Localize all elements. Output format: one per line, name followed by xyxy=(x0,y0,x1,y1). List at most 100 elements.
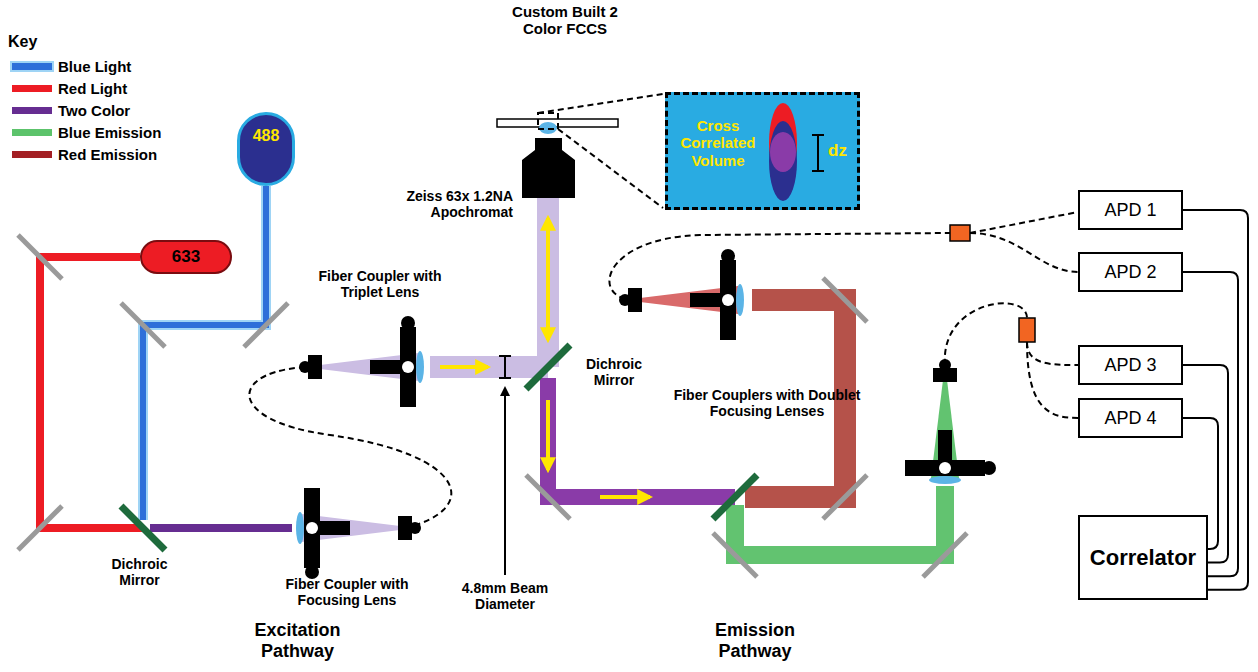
legend-swatch xyxy=(12,107,52,114)
legend-text: Blue Emission xyxy=(58,124,161,141)
drawing-part xyxy=(121,506,165,550)
direction-arrows xyxy=(440,218,650,497)
apd-box: APD 4 xyxy=(1078,398,1183,438)
excitation-beam xyxy=(430,356,548,378)
fiber-splitter xyxy=(950,225,970,241)
drawing-part xyxy=(249,367,451,528)
correlator-box: Correlator xyxy=(1078,515,1208,600)
drawing-part xyxy=(923,533,967,577)
legend-text: Blue Light xyxy=(58,58,131,75)
blue-beam xyxy=(143,186,266,520)
drawing-part xyxy=(18,506,62,550)
coupler-hole xyxy=(306,522,318,534)
node-text: Correlator xyxy=(1090,545,1196,571)
drawing-part xyxy=(538,113,558,129)
blue-emission-beam xyxy=(735,486,945,555)
fiber-coupler xyxy=(905,359,996,484)
coupler-hole xyxy=(402,361,414,373)
drawing-part xyxy=(546,400,550,470)
drawing-part xyxy=(1027,342,1078,418)
node-text: 633 xyxy=(172,247,200,267)
annotation-label: Key xyxy=(8,33,68,51)
legend-swatch xyxy=(12,85,52,92)
annotation-label: Dichroic Mirror xyxy=(92,556,187,588)
annotation-label: Emission Pathway xyxy=(680,620,830,661)
coupler-hole xyxy=(939,462,951,474)
node-text: APD 3 xyxy=(1104,355,1156,376)
node-text: APD 4 xyxy=(1104,408,1156,429)
fiber-connector xyxy=(299,361,311,373)
adjust-knob xyxy=(721,249,735,263)
node-text: 488 xyxy=(253,127,280,145)
dichroic-mirrors xyxy=(121,345,757,550)
drawing-part xyxy=(504,388,506,575)
inset-view: Cross Correlated Volumedz xyxy=(665,92,860,210)
annotation-label: Fiber Couplers with Doublet Focusing Len… xyxy=(652,387,882,419)
blue-beam-halo xyxy=(143,186,266,520)
laser-633: 633 xyxy=(140,240,232,274)
fiber-splitter xyxy=(1019,318,1035,342)
optical-fibers xyxy=(249,212,1078,528)
node-text: Cross Correlated Volume xyxy=(674,117,762,169)
fiber-connector xyxy=(409,522,421,534)
coupler-post xyxy=(720,260,736,340)
fiber-coupler xyxy=(299,316,424,407)
annotation-label: Fiber Coupler with Focusing Lens xyxy=(262,576,432,608)
annotation-label: Excitation Pathway xyxy=(225,620,370,661)
apd-box: APD 2 xyxy=(1078,252,1183,292)
fiber-connector xyxy=(939,359,951,371)
drawing-part xyxy=(970,212,1078,233)
lens xyxy=(929,476,961,484)
legend-text: Red Emission xyxy=(58,146,157,163)
drawing-part xyxy=(538,94,663,113)
coupler-plate xyxy=(370,360,416,374)
annotation-label: Dichroic Mirror xyxy=(578,356,650,388)
legend-swatch xyxy=(12,151,52,158)
drawing-part xyxy=(504,356,506,378)
annotation-label: 4.8mm Beam Diameter xyxy=(455,580,555,612)
coupler-plate xyxy=(304,521,350,535)
lens xyxy=(416,351,424,383)
drawing-part xyxy=(526,345,570,389)
legend-swatch xyxy=(12,129,52,136)
drawing-part xyxy=(609,233,950,300)
fiber-coupler xyxy=(619,249,744,340)
dz-bracket xyxy=(812,135,824,171)
drawing-part xyxy=(1027,342,1078,365)
mirrors xyxy=(18,235,967,577)
drawing-part xyxy=(558,129,663,208)
coupler-plate xyxy=(690,293,736,307)
node-text: APD 2 xyxy=(1104,262,1156,283)
annotation-label: Zeiss 63x 1.2NA Apochromat xyxy=(368,188,513,220)
adjust-knob xyxy=(401,316,415,330)
coupler-plate xyxy=(938,430,952,476)
legend-text: Two Color xyxy=(58,102,130,119)
coupler-post xyxy=(400,327,416,407)
objective-beam xyxy=(537,198,559,367)
drawing-part xyxy=(713,475,757,519)
red-beam xyxy=(40,257,143,528)
annotation-label: Fiber Coupler with Triplet Lens xyxy=(300,268,460,300)
objective xyxy=(522,138,575,198)
drawing-part xyxy=(526,475,570,519)
overlap-volume xyxy=(770,132,796,172)
legend-swatch xyxy=(12,63,52,70)
lens xyxy=(296,512,304,544)
drawing-part xyxy=(546,218,550,340)
adjust-knob xyxy=(982,461,996,475)
node-text: APD 1 xyxy=(1104,200,1156,221)
lens xyxy=(736,284,744,316)
apd-box: APD 1 xyxy=(1078,190,1183,230)
drawing-part xyxy=(600,495,650,499)
beam-diameter-bracket xyxy=(499,356,511,575)
drawing-part xyxy=(499,377,511,379)
drawing-part xyxy=(713,533,757,577)
drawing-part xyxy=(121,303,165,347)
drawing-part xyxy=(945,303,1027,365)
fiber-connector xyxy=(619,294,631,306)
two-color-beam xyxy=(150,524,292,532)
coupler-post xyxy=(905,460,985,476)
